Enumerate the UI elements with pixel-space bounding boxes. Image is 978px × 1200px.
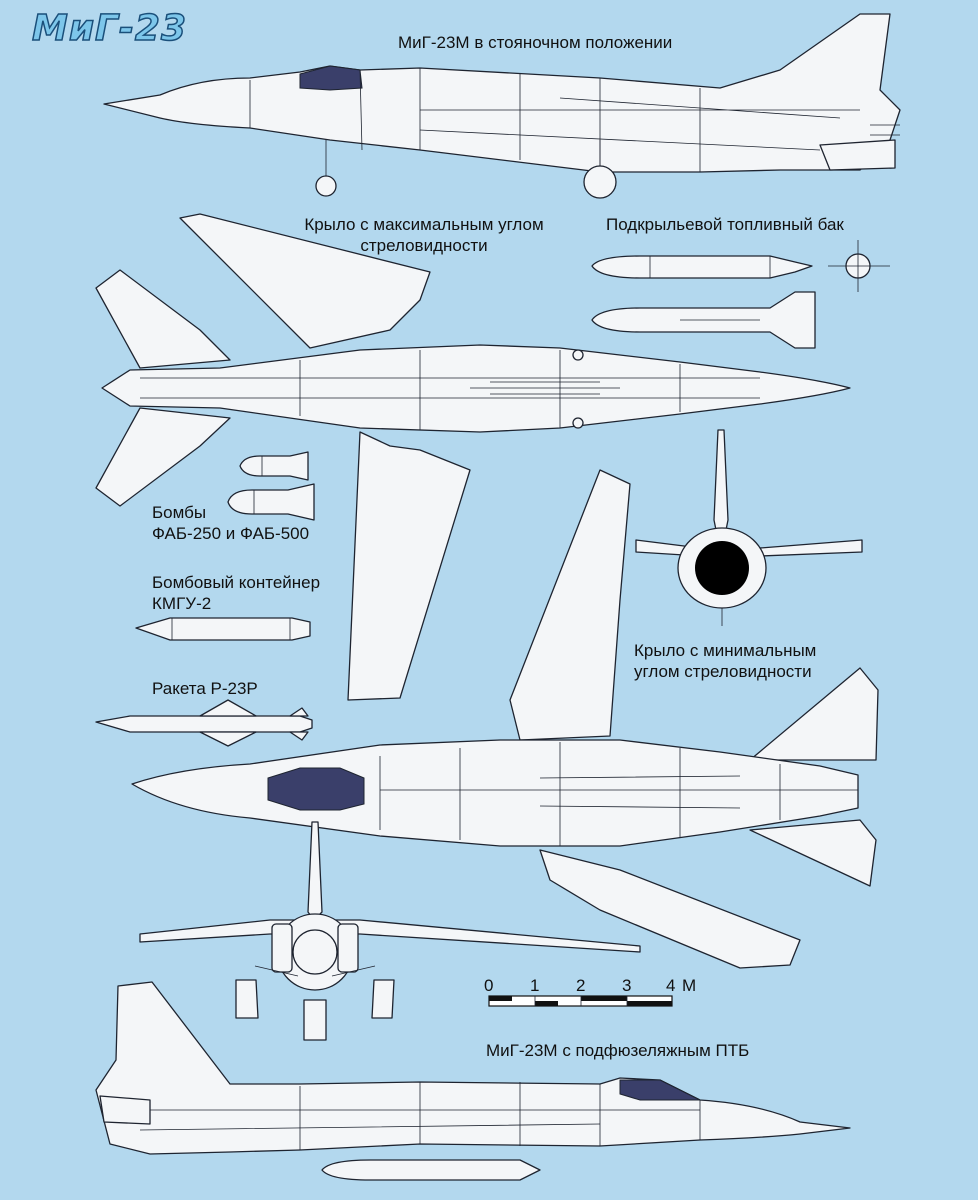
top-view-max-sweep (95, 213, 851, 701)
side-view-parked (103, 13, 901, 199)
drop-tank-top (591, 255, 813, 279)
label-missile: Ракета Р-23Р (152, 679, 258, 698)
scale-tick-2: 2 (576, 976, 586, 995)
side-view-ventral-tank (95, 981, 851, 1181)
label-ventral-tank: МиГ-23М с подфюзеляжным ПТБ (486, 1041, 750, 1060)
bomb-container-kmgu-2 (135, 617, 311, 641)
label-container: Бомбовый контейнер КМГУ-2 (152, 573, 321, 613)
page-title: МиГ-23 (31, 7, 188, 50)
rear-view (635, 429, 863, 626)
bottom-view-min-sweep (131, 469, 879, 969)
scale-tick-3: 3 (622, 976, 632, 995)
label-min-sweep: Крыло с минимальным углом стреловидности (634, 641, 817, 681)
label-max-sweep: Крыло с максимальным углом стреловидност… (304, 215, 544, 255)
label-parked: МиГ-23М в стояночном положении (398, 33, 673, 52)
missile-r-23r (95, 699, 313, 747)
scale-bar (488, 995, 673, 1007)
label-fuel-tank: Подкрыльевой топливный бак (606, 215, 844, 234)
bomb-fab-250 (239, 451, 309, 481)
scale-tick-0: 0 (484, 976, 494, 995)
scale-unit: М (682, 976, 697, 995)
bomb-fab-500 (227, 483, 315, 521)
drop-tank-front (828, 240, 890, 292)
drop-tank-bottom (591, 291, 816, 349)
label-bombs: Бомбы ФАБ-250 и ФАБ-500 (152, 503, 310, 543)
front-view (139, 821, 641, 1041)
scale-tick-4: 4 (666, 976, 676, 995)
scale-tick-1: 1 (530, 976, 540, 995)
